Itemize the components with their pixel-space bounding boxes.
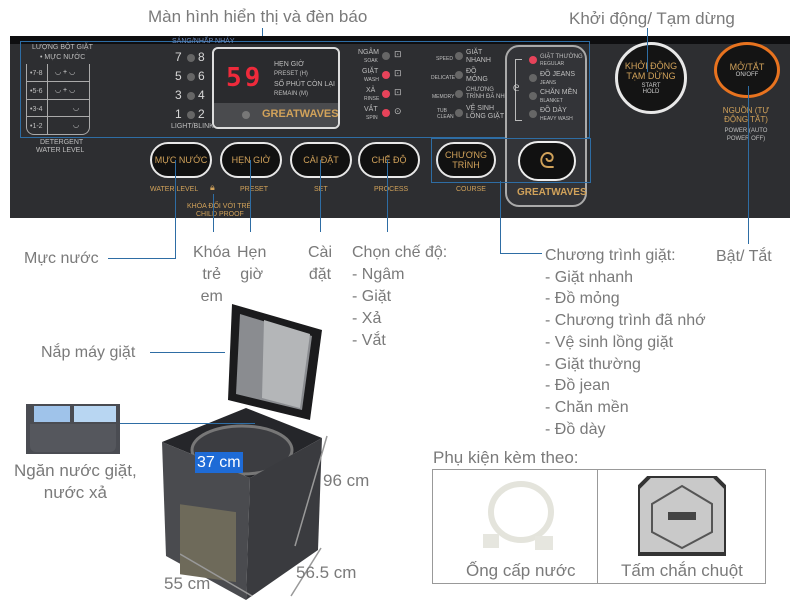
start-hold-button[interactable]: KHỞI ĐỘNG TẠM DỪNG START HOLD <box>615 42 687 114</box>
spin-icon: ⊙ <box>394 106 402 116</box>
accessory-water-hose: Ống cấp nước <box>432 469 599 584</box>
dispenser-label: Ngăn nước giặt, nước xả <box>14 461 137 502</box>
greatwaves-button[interactable]: ᘓ <box>518 141 576 181</box>
detergent-title: LƯỢNG BỘT GIẶT <box>32 44 93 51</box>
detergent-cup-icon: ◡ <box>73 122 80 129</box>
mode-list: Chọn chế độ: - Ngâm - Giặt - Xả - Vắt <box>352 244 448 349</box>
power-label: Bật/ Tắt <box>716 248 772 265</box>
lock-icon: 🔒︎ <box>210 182 215 192</box>
water-hose-image <box>483 481 554 550</box>
dispenser-image <box>26 404 120 454</box>
rat-guard-image <box>638 476 726 556</box>
led-display: 59 HẸN GIỜ PRESET (H) SỐ PHÚT CÒN LẠI RE… <box>212 47 340 129</box>
drum-diameter-label: 37 cm <box>195 452 243 473</box>
depth-dimension: 56.5 cm <box>296 563 357 582</box>
set-button[interactable]: CÀI ĐẶT <box>290 142 352 178</box>
water-level-button[interactable]: MỰC NƯỚC <box>150 142 212 178</box>
program-list: Chương trình giặt: - Giặt nhanh - Đồ mỏn… <box>545 247 706 438</box>
lid-label: Nắp máy giặt <box>41 344 136 361</box>
accessory-rat-guard: Tấm chắn chuột <box>597 469 766 584</box>
detergent-cup-icon: ◡ <box>73 105 80 112</box>
detergent-cup-icon: ◡ + ◡ <box>55 87 76 94</box>
rinse-icon: ⊡ <box>394 87 402 97</box>
process-button[interactable]: CHẾ ĐỘ <box>358 142 420 178</box>
display-digits: 59 <box>226 63 264 93</box>
display-annotation: Màn hình hiển thị và đèn báo <box>148 7 368 26</box>
course-button[interactable]: CHƯƠNG TRÌNH <box>436 142 496 178</box>
accessories-title: Phụ kiện kèm theo: <box>433 448 579 467</box>
wave-small-icon: ᘓ <box>513 83 520 93</box>
wash-icon: ⊡ <box>394 68 402 78</box>
brand-logo: GREATWAVES <box>262 108 339 120</box>
detergent-cup-icon: ◡ + ◡ <box>55 69 76 76</box>
power-button[interactable]: MỞ/TẮT ON/OFF <box>714 42 780 98</box>
washing-machine-image <box>150 300 330 600</box>
soak-icon: ⊡ <box>394 49 402 59</box>
detergent-table: •7-8 •5-6 •3-4 •1-2 ◡ + ◡ ◡ + ◡ ◡ ◡ <box>26 64 90 135</box>
water-level-label: Mực nước <box>24 250 99 267</box>
width-dimension: 55 cm <box>164 574 211 593</box>
wave-icon: ᘓ <box>539 148 555 173</box>
start-pause-annotation: Khởi động/ Tạm dừng <box>569 9 735 28</box>
preset-button[interactable]: HẸN GIỜ <box>220 142 282 178</box>
display-highlight <box>20 41 590 138</box>
height-dimension: 96 cm <box>323 471 370 490</box>
detergent-sub: • MỰC NƯỚC <box>40 54 86 61</box>
